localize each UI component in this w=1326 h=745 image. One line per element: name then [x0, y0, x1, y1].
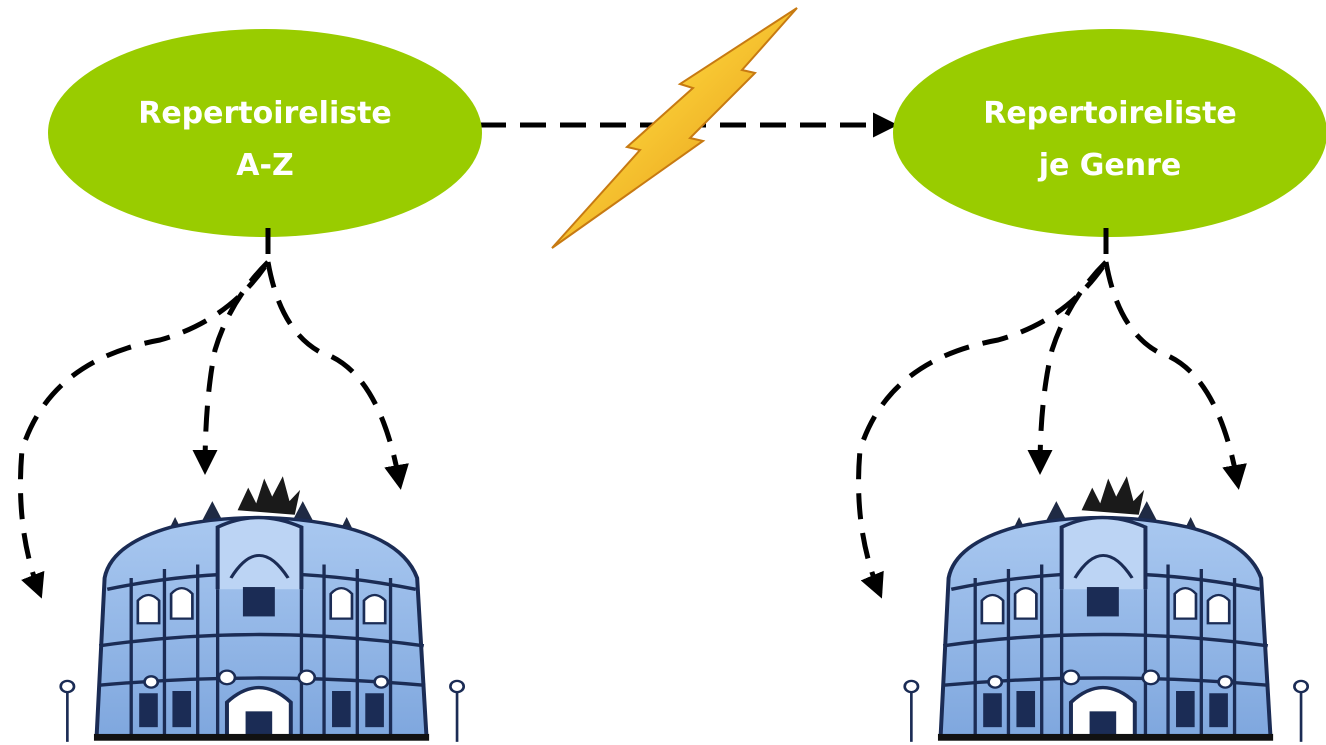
node-right: Repertoireliste je Genre	[893, 29, 1326, 237]
lightning-bolt-icon	[551, 7, 798, 249]
theater-building-icon	[58, 474, 466, 744]
right-branch-arrows	[856, 228, 1247, 599]
node-left-label-line1: Repertoireliste	[138, 96, 392, 131]
node-left-ellipse	[48, 29, 482, 237]
theater-building-icon	[902, 474, 1310, 744]
node-right-label-line1: Repertoireliste	[983, 96, 1237, 131]
node-right-label-line2: je Genre	[1038, 148, 1182, 183]
node-right-ellipse	[893, 29, 1326, 237]
node-left-label-line2: A-Z	[236, 148, 293, 183]
node-left: Repertoireliste A-Z	[48, 29, 482, 237]
left-branch-arrows	[17, 228, 409, 599]
